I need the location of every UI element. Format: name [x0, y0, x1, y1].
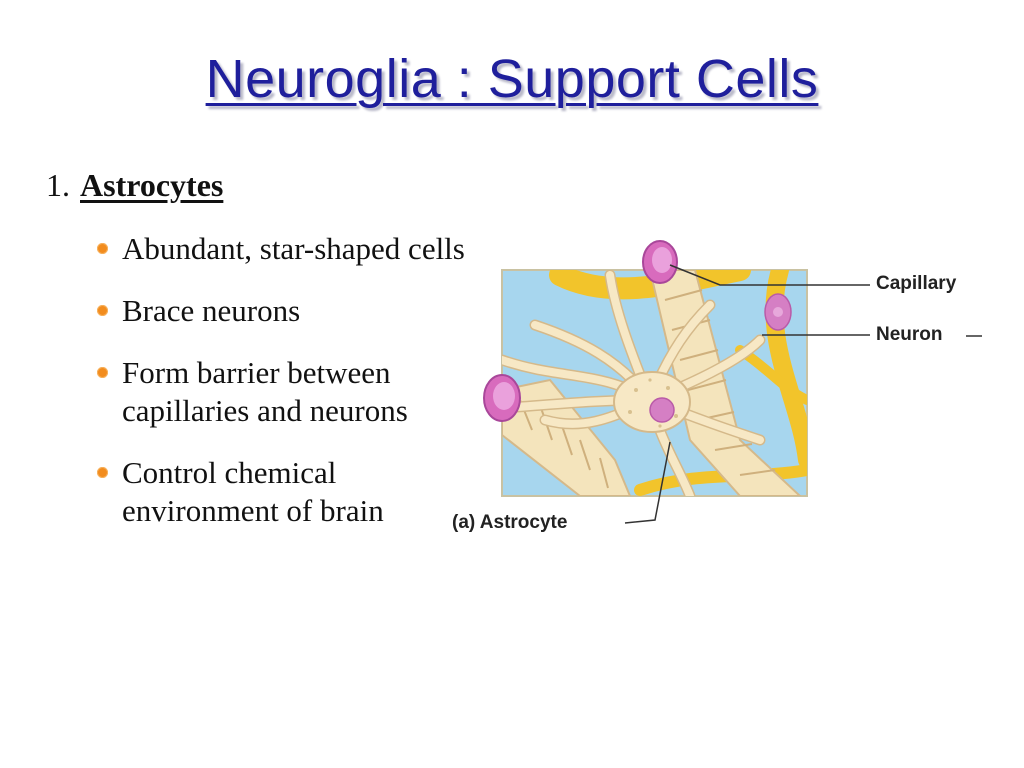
bullet-item: Form barrier between capillaries and neu… — [97, 354, 487, 430]
bullet-item: Brace neurons — [97, 292, 487, 330]
astrocyte-leader-line — [624, 441, 671, 524]
leader-lines — [624, 264, 982, 524]
capillary-label: Capillary — [876, 273, 957, 294]
neuron-nucleus — [773, 307, 783, 317]
bullet-item: Control chemical environment of brain — [97, 454, 487, 530]
capillary-end-top — [642, 240, 678, 284]
capillary-leader-line — [669, 264, 870, 286]
astrocyte-illustration — [483, 240, 982, 524]
bullet-dot-icon — [97, 305, 108, 316]
astrocyte-granules — [628, 378, 678, 428]
astrocyte-caption: (a) Astrocyte — [452, 512, 568, 533]
astrocyte-diagram: Capillary Neuron (a) Astrocyte — [440, 230, 1000, 550]
slide-title: Neuroglia : Support Cells — [205, 49, 819, 109]
section-title: Astrocytes — [80, 167, 224, 203]
bullet-text: Control chemical environment of brain — [122, 455, 384, 528]
bullet-text: Form barrier between capillaries and neu… — [122, 355, 408, 428]
bullet-text: Abundant, star-shaped cells — [122, 231, 465, 266]
neuron-label: Neuron — [876, 324, 943, 345]
bullet-text: Brace neurons — [122, 293, 301, 328]
bullet-dot-icon — [97, 243, 108, 254]
bullet-dot-icon — [97, 467, 108, 478]
bullet-dot-icon — [97, 367, 108, 378]
section-heading: 1. Astrocytes — [46, 167, 223, 204]
section-number: 1. — [46, 167, 70, 203]
astrocyte-body — [613, 371, 691, 433]
bullet-list: Abundant, star-shaped cells Brace neuron… — [97, 230, 487, 554]
capillary-end-left — [483, 374, 521, 422]
bullet-item: Abundant, star-shaped cells — [97, 230, 487, 268]
astrocyte-nucleus — [649, 397, 675, 423]
